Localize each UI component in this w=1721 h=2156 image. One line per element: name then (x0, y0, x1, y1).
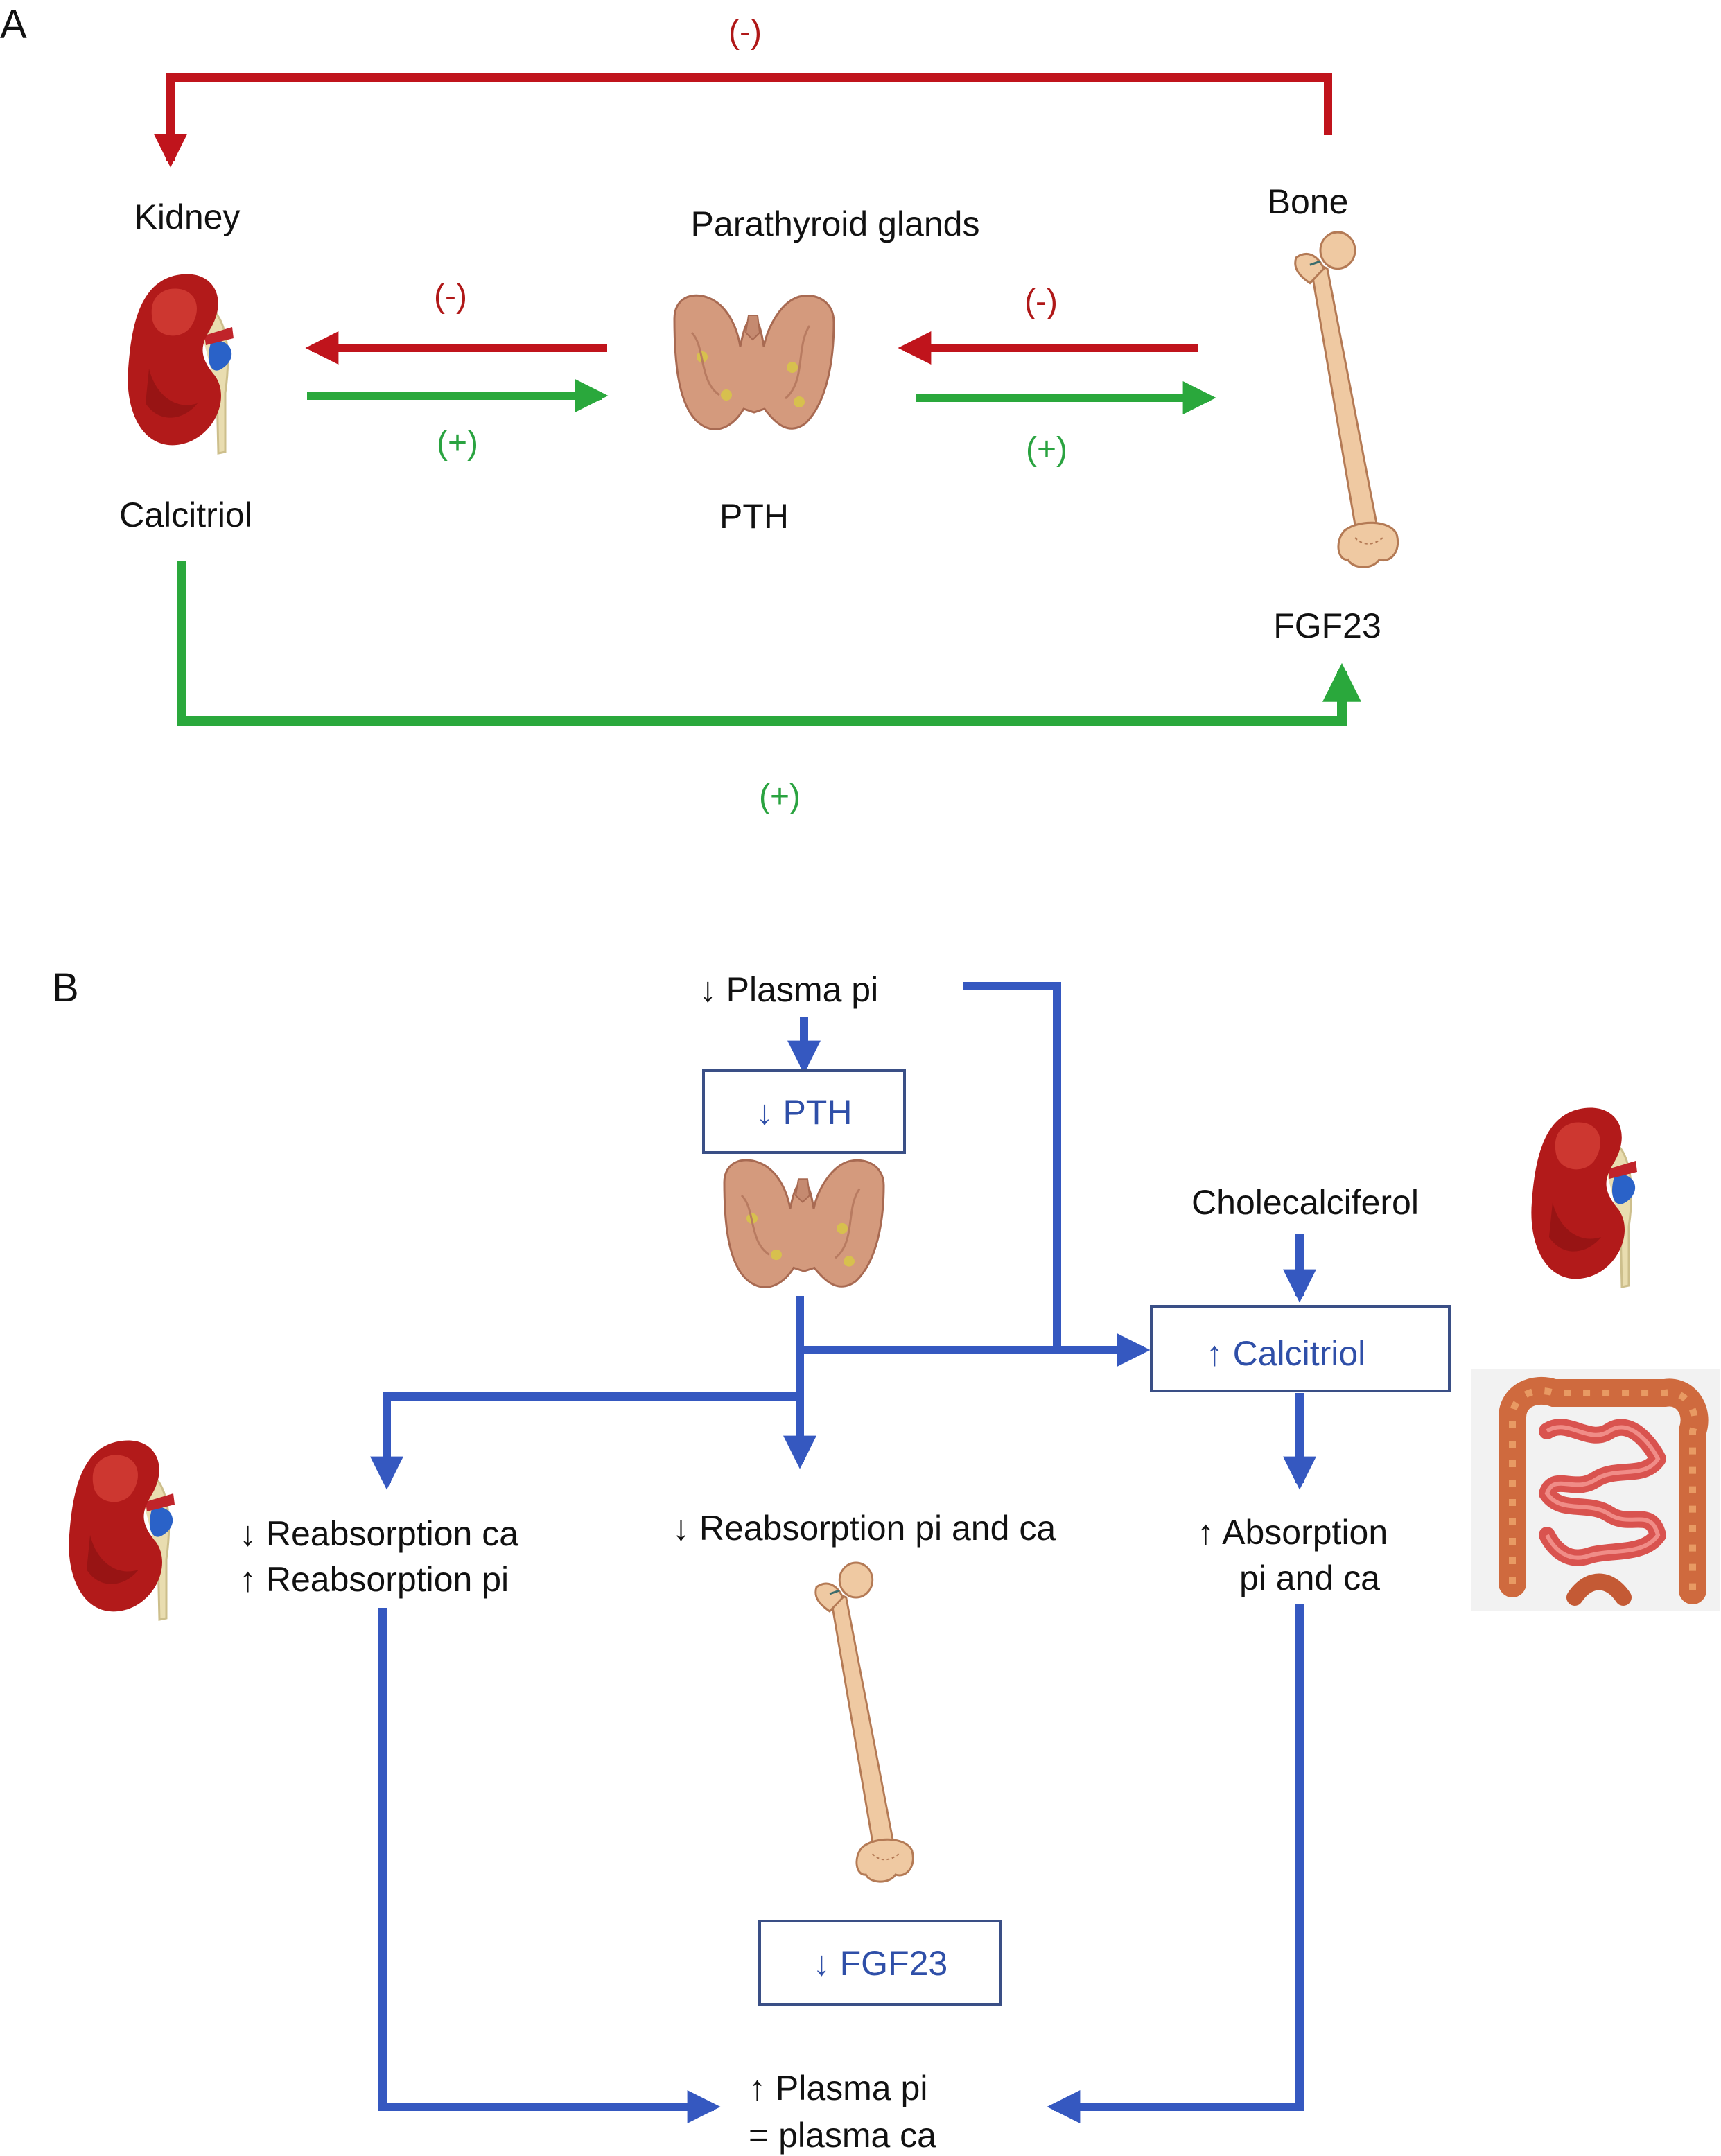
top-inhibit-sign: (-) (728, 14, 762, 51)
pth-bone-inhibit-sign: (-) (1024, 283, 1058, 320)
plasma-equal-label: = plasma ca (749, 2116, 936, 2155)
kidney-pth-stimulate-sign: (+) (437, 425, 478, 462)
pth-bone-stimulate-sign: (+) (1026, 431, 1067, 468)
kidney-title: Kidney (134, 198, 241, 236)
intestine-icon (1471, 1369, 1720, 1611)
absorption-line1-label: ↑ Absorption (1197, 1513, 1388, 1552)
kidney-pth-inhibit-sign: (-) (434, 278, 467, 315)
calcitriol-to-fgf23-stimulate-arrow (177, 561, 1361, 726)
calcitriol-label: Calcitriol (119, 496, 252, 534)
calcitriol-box (1150, 1305, 1451, 1392)
plasma-pi-down-label: ↓ Plasma pi (699, 970, 878, 1009)
bone-icon (1294, 231, 1399, 568)
reabsorption-pi-label: ↑ Reabsorption pi (239, 1560, 509, 1599)
reabsorption-ca-label: ↓ Reabsorption ca (239, 1514, 518, 1553)
panel-b-label: B (52, 965, 79, 1010)
panel-a-label: A (0, 2, 27, 47)
kidney-icon (126, 272, 235, 455)
parathyroid-title: Parathyroid glands (691, 204, 980, 243)
fgf23-box (758, 1920, 1002, 2006)
pth-box-label: ↓ PTH (756, 1093, 853, 1132)
pth-to-kidney-reabsorption-arrow (370, 1392, 800, 1490)
fgf23-label: FGF23 (1273, 606, 1381, 645)
fgf23-box-label: ↓ FGF23 (813, 1944, 947, 1983)
pth-box (702, 1069, 906, 1154)
bone-title: Bone (1268, 182, 1349, 221)
plasma-pi-up-label: ↑ Plasma pi (749, 2069, 927, 2107)
kidney-icon (1530, 1106, 1639, 1288)
reabsorption-to-plasma-arrow (378, 1608, 721, 2123)
reabsorption-pi-ca-label: ↓ Reabsorption pi and ca (672, 1509, 1056, 1548)
cholecalciferol-label: Cholecalciferol (1191, 1183, 1419, 1222)
bone-to-kidney-inhibit-arrow (154, 73, 1332, 168)
absorption-to-plasma-arrow (1047, 1604, 1304, 2123)
bottom-stimulate-sign: (+) (759, 778, 801, 815)
kidney-icon (67, 1439, 176, 1621)
bone-icon (814, 1561, 914, 1883)
pth-label: PTH (719, 497, 789, 536)
plasma-to-calcitriol-line (963, 982, 1061, 1350)
calcitriol-box-label: ↑ Calcitriol (1206, 1334, 1366, 1373)
absorption-line2-label: pi and ca (1239, 1559, 1380, 1597)
parathyroid-icon (723, 1159, 885, 1288)
parathyroid-icon (673, 294, 835, 430)
